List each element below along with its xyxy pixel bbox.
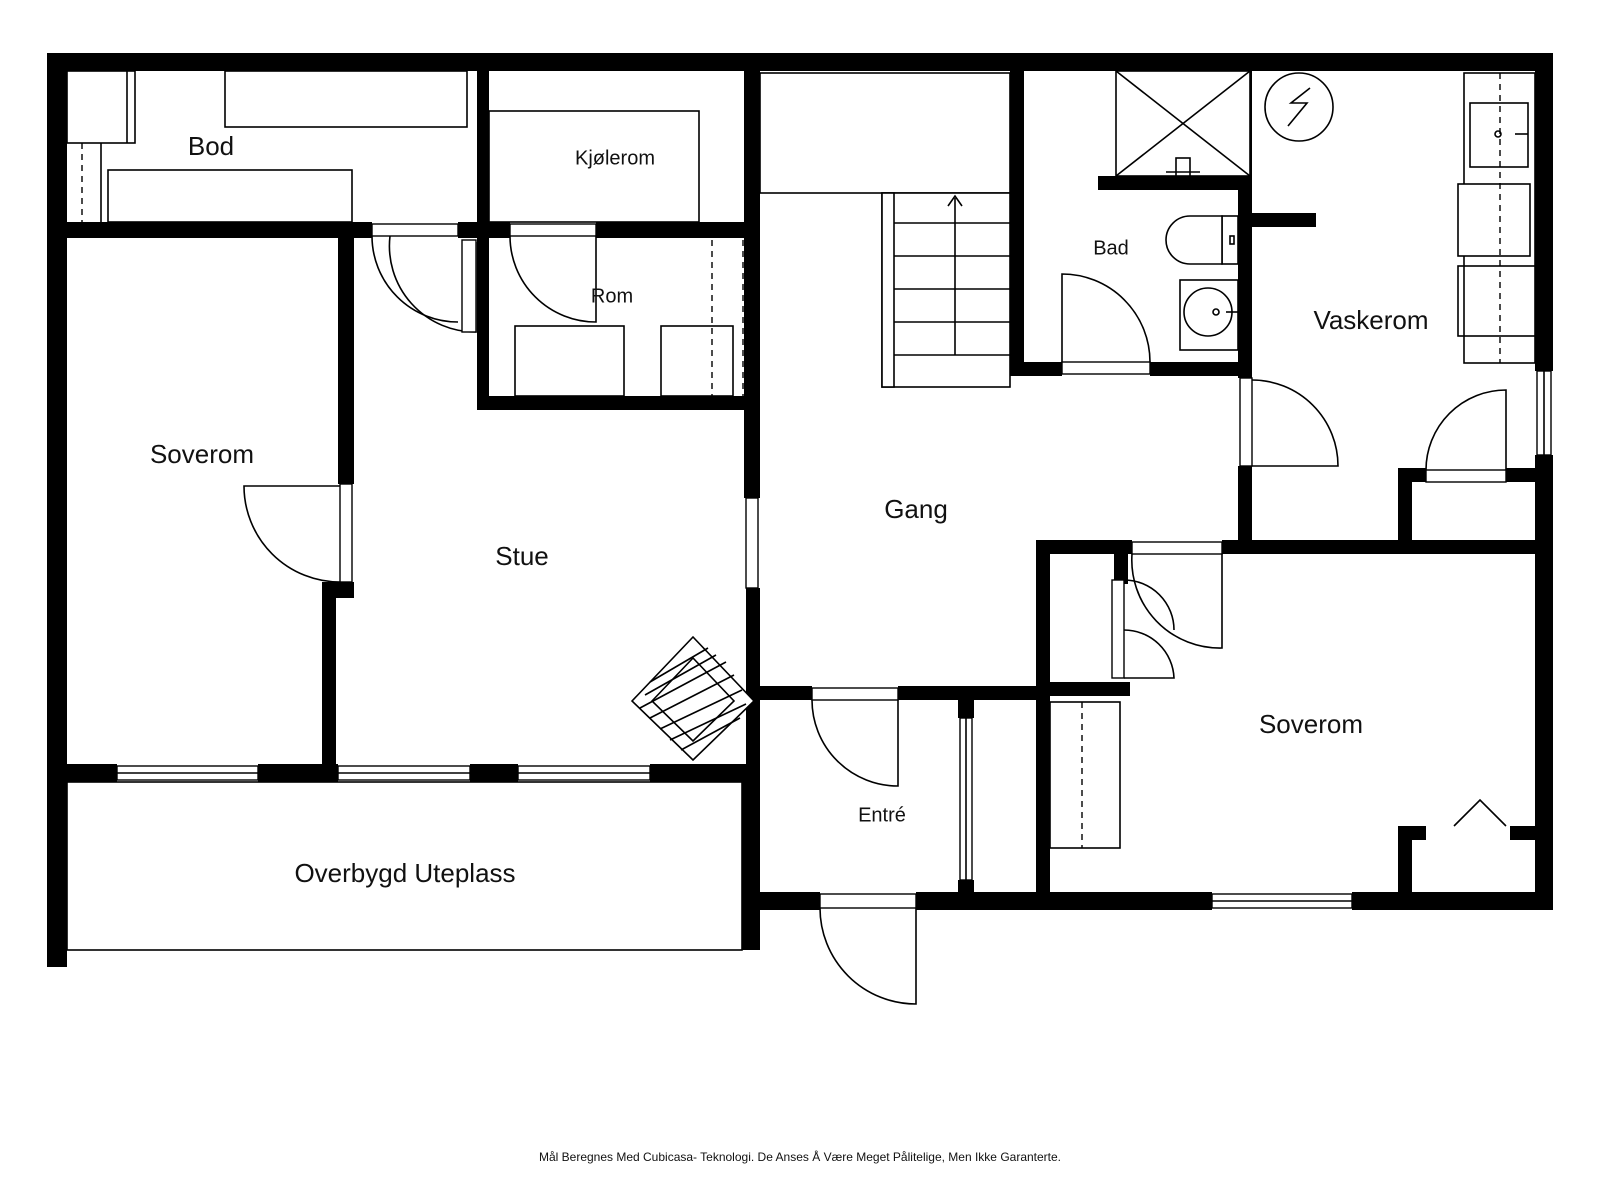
doors bbox=[243, 223, 1507, 1005]
room-label-soverom-right: Soverom bbox=[1259, 709, 1363, 739]
room-label-vaskerom: Vaskerom bbox=[1313, 305, 1428, 335]
room-label-bad: Bad bbox=[1093, 237, 1129, 259]
room-label-uteplass: Overbygd Uteplass bbox=[294, 858, 515, 888]
room-label-kjolerom: Kjølerom bbox=[575, 147, 655, 169]
disclaimer-footer: Mål Beregnes Med Cubicasa- Teknologi. De… bbox=[538, 1150, 1062, 1164]
room-label-soverom-left: Soverom bbox=[150, 439, 254, 469]
fixtures bbox=[66, 70, 1536, 951]
room-labels: Bod Kjølerom Rom Bad Vaskerom Soverom St… bbox=[150, 131, 1429, 888]
fireplace bbox=[630, 635, 756, 762]
windows bbox=[116, 370, 1552, 909]
room-label-entre: Entré bbox=[858, 804, 906, 826]
walls bbox=[47, 53, 1553, 967]
room-label-rom: Rom bbox=[591, 285, 633, 307]
room-label-bod: Bod bbox=[188, 131, 234, 161]
room-label-stue: Stue bbox=[495, 541, 549, 571]
room-label-gang: Gang bbox=[884, 494, 948, 524]
